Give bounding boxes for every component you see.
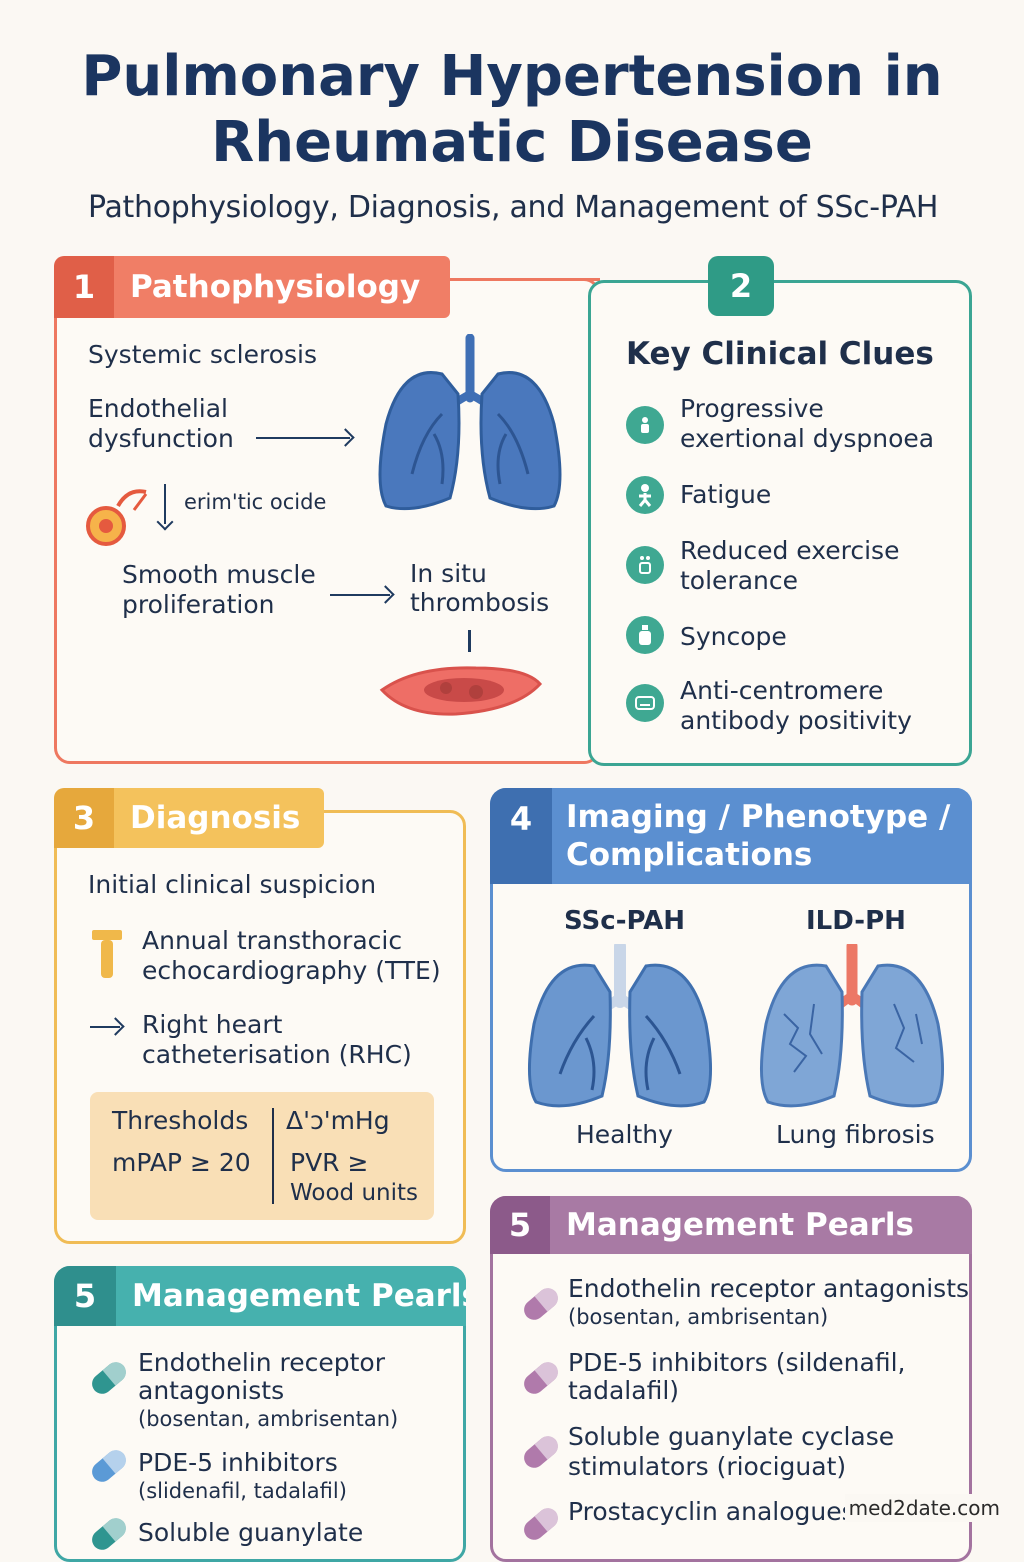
section-number-4: 4 — [490, 788, 552, 884]
dyspnoea-icon — [626, 406, 664, 444]
management-left-title: Management Pearls — [116, 1266, 466, 1326]
watermark: med2date.com — [844, 1494, 1004, 1522]
arrow-to-thrombosis — [330, 594, 390, 596]
antibody-icon — [626, 684, 664, 722]
person-icon — [626, 476, 664, 514]
page-title-line1: Pulmonary Hypertension in — [81, 44, 943, 109]
fibrosis-caption: Lung fibrosis — [776, 1120, 935, 1149]
echo-probe-icon — [92, 930, 122, 978]
in-situ-line2: thrombosis — [410, 588, 550, 617]
section-number-2: 2 — [729, 267, 753, 305]
imaging-title-line2: Complications — [566, 837, 813, 873]
mgmt-left-1-line3: (bosentan, ambrisentan) — [138, 1407, 399, 1431]
clue-3-line2: tolerance — [680, 566, 798, 595]
tte-line2: echocardiography (TTE) — [142, 956, 441, 985]
management-right-header: 5 Management Pearls — [490, 1196, 972, 1254]
mgmt-right-3-line1: Soluble guanylate cyclase — [568, 1422, 895, 1451]
thrombosis-tick — [468, 630, 471, 652]
page-title-line2: Rheumatic Disease — [211, 110, 813, 175]
exercise-icon — [626, 546, 664, 584]
mgmt-right-1-line2: (bosentan, ambrisentan) — [568, 1305, 829, 1329]
mgmt-right-3-line2: stimulators (riociguat) — [568, 1452, 847, 1481]
ssc-pah-label: SSc-PAH — [564, 906, 686, 936]
systemic-sclerosis-label: Systemic sclerosis — [88, 340, 317, 369]
rhc-line1: Right heart — [142, 1010, 283, 1039]
mgmt-right-2-line1: PDE-5 inhibitors (sildenafil, — [568, 1348, 906, 1377]
healthy-lungs-icon — [527, 944, 713, 1108]
pathophysiology-connector-line — [450, 278, 600, 281]
diagnosis-title: Diagnosis — [114, 788, 324, 848]
mgmt-right-1-line1: Endothelin receptor antagonists — [568, 1274, 970, 1303]
endothelial-label-line1: Endothelial — [88, 394, 228, 423]
initial-suspicion-label: Initial clinical suspicion — [88, 870, 377, 899]
mgmt-left-1-line1: Endothelin receptor — [138, 1348, 385, 1377]
wood-units: Wood units — [290, 1180, 418, 1206]
clue-4-line1: Syncope — [680, 622, 787, 651]
section-number-5-right: 5 — [490, 1196, 550, 1254]
in-situ-line1: In situ — [410, 559, 487, 588]
page-subtitle: Pathophysiology, Diagnosis, and Manageme… — [88, 190, 939, 225]
blood-vessel-clot-icon — [379, 666, 543, 716]
cell-icon — [86, 489, 148, 546]
clue-1-line2: exertional dyspnoea — [680, 424, 935, 453]
syncope-icon — [626, 616, 664, 654]
diagnosis-header: 3 Diagnosis — [54, 788, 324, 848]
pathophysiology-title: Pathophysiology — [114, 256, 450, 318]
mgmt-left-2-line1: PDE-5 inhibitors — [138, 1448, 338, 1477]
mmhg-unit: Δ'ɔ'mHg — [286, 1106, 390, 1135]
nitric-oxide-label: erim'tic ocide — [184, 490, 327, 514]
tte-line1: Annual transthoracic — [142, 926, 403, 955]
mgmt-right-4-line1: Prostacyclin analogues — [568, 1497, 855, 1526]
section-number-2-badge: 2 — [708, 256, 774, 316]
arrow-to-lungs — [256, 437, 350, 439]
mgmt-left-2-line2: (slidenafil, tadalafil) — [138, 1479, 347, 1503]
thresholds-label: Thresholds — [112, 1106, 249, 1135]
clue-2-line1: Fatigue — [680, 480, 772, 509]
endothelial-label-line2: dysfunction — [88, 424, 234, 453]
management-right-title: Management Pearls — [550, 1196, 972, 1254]
smooth-muscle-line2: proliferation — [122, 590, 275, 619]
thresholds-divider — [272, 1108, 274, 1204]
section-number-3: 3 — [54, 788, 114, 848]
clue-5-line1: Anti-centromere — [680, 676, 884, 705]
clue-1-line1: Progressive — [680, 394, 824, 423]
clinical-clues-title: Key Clinical Clues — [626, 336, 934, 372]
ild-ph-label: ILD-PH — [806, 906, 906, 936]
thresholds-box — [90, 1092, 434, 1220]
fibrosis-lungs-icon — [759, 944, 945, 1108]
section-number-1: 1 — [54, 256, 114, 318]
down-arrow-shaft — [164, 484, 166, 524]
pvr-threshold: PVR ≥ — [290, 1148, 369, 1177]
section-number-5-left: 5 — [54, 1266, 116, 1326]
pathophysiology-header: 1 Pathophysiology — [54, 256, 450, 318]
mpap-threshold: mPAP ≥ 20 — [112, 1148, 251, 1177]
lungs-icon — [378, 334, 562, 511]
smooth-muscle-line1: Smooth muscle — [122, 560, 316, 589]
clue-5-line2: antibody positivity — [680, 706, 912, 735]
clue-3-line1: Reduced exercise — [680, 536, 900, 565]
rhc-line2: catheterisation (RHC) — [142, 1040, 412, 1069]
mgmt-left-1-line2: antagonists — [138, 1376, 285, 1405]
management-left-header: 5 Management Pearls — [54, 1266, 466, 1326]
mgmt-left-3-line1: Soluble guanylate — [138, 1518, 364, 1547]
mgmt-right-2-line2: tadalafil) — [568, 1376, 680, 1405]
imaging-title-line1: Imaging / Phenotype / — [566, 799, 951, 835]
rhc-arrow-icon — [90, 1026, 120, 1028]
healthy-caption: Healthy — [576, 1120, 673, 1149]
imaging-header: 4 Imaging / Phenotype / Complications — [490, 788, 972, 884]
